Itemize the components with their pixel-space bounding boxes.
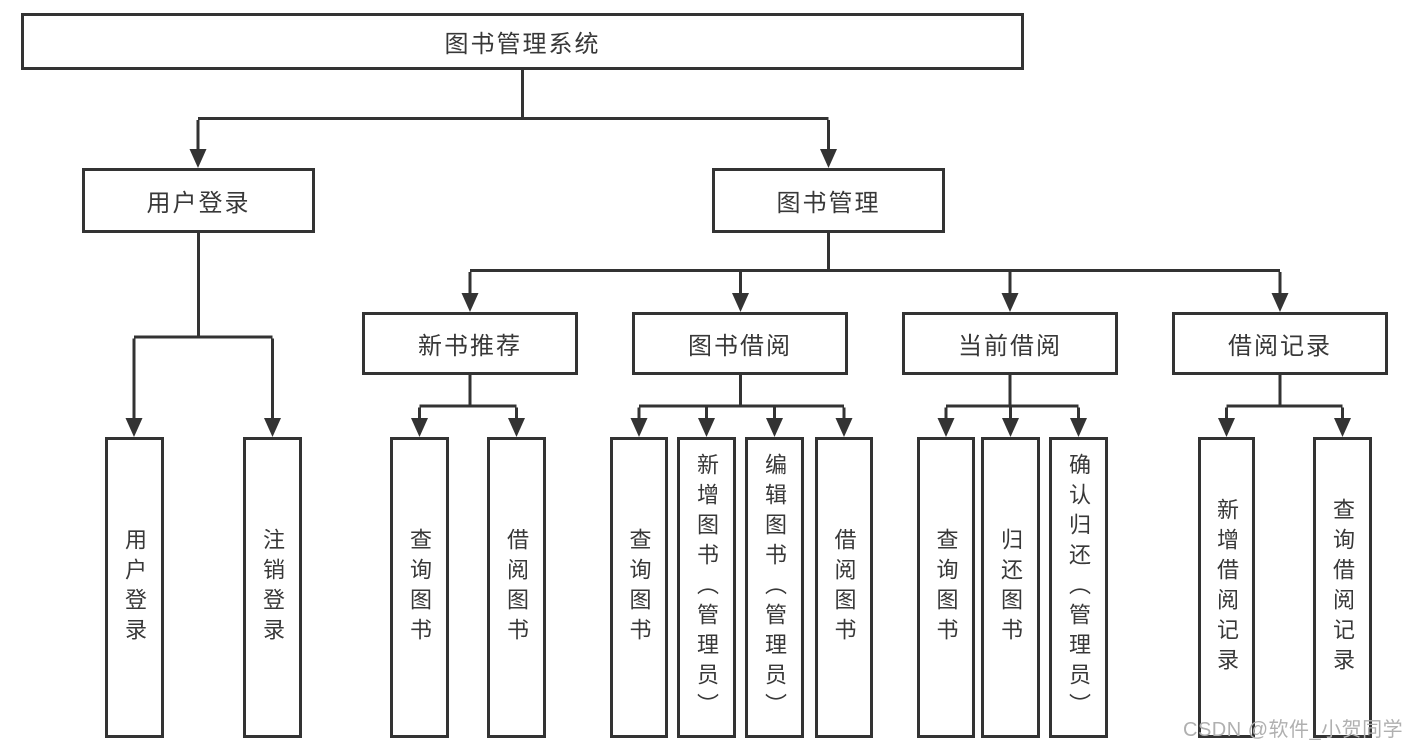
leaf-borrow-books-new: 借阅图书 — [487, 437, 546, 738]
node-borrowing-records: 借阅记录 — [1172, 312, 1388, 375]
leaf-label: 新增借阅记录 — [1214, 497, 1240, 678]
arrowhead-down-icon — [461, 293, 479, 312]
leaf-label: 借阅图书 — [504, 527, 530, 648]
leaf-label: 归还图书 — [998, 527, 1024, 648]
leaf-label: 确认归还（管理员） — [1066, 452, 1092, 723]
leaf-label: 查询借阅记录 — [1330, 497, 1356, 678]
connector-current-branch — [944, 373, 1080, 419]
arrowhead-down-icon — [125, 418, 143, 437]
connector-new-books-branch — [418, 373, 518, 419]
arrowhead-down-icon — [732, 293, 749, 312]
node-label: 图书管理 — [776, 190, 881, 217]
leaf-label: 注销登录 — [260, 527, 286, 648]
connector-records-branch — [1225, 373, 1344, 419]
leaf-add-borrow-record: 新增借阅记录 — [1198, 437, 1255, 738]
leaf-return-books: 归还图书 — [981, 437, 1040, 738]
leaf-label: 查询图书 — [626, 527, 652, 648]
node-label: 用户登录 — [146, 190, 251, 217]
leaf-query-books-current: 查询图书 — [917, 437, 975, 738]
connector-root — [196, 69, 830, 150]
leaf-logout: 注销登录 — [243, 437, 302, 738]
arrowhead-down-icon — [1271, 293, 1289, 312]
node-label: 图书管理系统 — [444, 31, 601, 58]
node-book-borrowing: 图书借阅 — [632, 312, 848, 375]
leaf-label: 查询图书 — [933, 527, 959, 648]
arrowhead-down-icon — [766, 418, 783, 437]
node-book-management: 图书管理 — [712, 168, 945, 233]
node-current-borrowing: 当前借阅 — [902, 312, 1118, 375]
arrowhead-down-icon — [264, 418, 281, 437]
arrowhead-down-icon — [630, 418, 648, 437]
leaf-query-books-new: 查询图书 — [390, 437, 449, 738]
connector-borrowing-branch — [637, 373, 846, 419]
node-library-system: 图书管理系统 — [21, 13, 1024, 70]
connector-login-branch — [132, 231, 274, 419]
watermark: CSDN @软件_小贺同学 — [1183, 719, 1404, 741]
arrowhead-down-icon — [1070, 418, 1087, 437]
arrowhead-down-icon — [1001, 293, 1019, 312]
node-new-book-recommendation: 新书推荐 — [362, 312, 578, 375]
arrowhead-down-icon — [820, 149, 837, 168]
leaf-borrow-books-borrowing: 借阅图书 — [815, 437, 873, 738]
arrowhead-down-icon — [1334, 418, 1351, 437]
node-label: 当前借阅 — [958, 333, 1062, 360]
arrowhead-down-icon — [1218, 418, 1235, 437]
node-label: 新书推荐 — [418, 333, 522, 360]
leaf-add-book-admin: 新增图书（管理员） — [677, 437, 736, 738]
leaf-label: 用户登录 — [122, 527, 148, 648]
leaf-edit-book-admin: 编辑图书（管理员） — [745, 437, 804, 738]
leaf-query-books-borrowing: 查询图书 — [610, 437, 668, 738]
arrowhead-down-icon — [508, 418, 525, 437]
connector-management-branch — [468, 231, 1282, 294]
leaf-label: 查询图书 — [407, 527, 433, 648]
leaf-label: 借阅图书 — [831, 527, 857, 648]
arrowhead-down-icon — [937, 418, 955, 437]
arrowhead-down-icon — [1002, 418, 1019, 437]
arrowhead-down-icon — [189, 149, 207, 168]
leaf-query-borrow-record: 查询借阅记录 — [1313, 437, 1372, 738]
arrowhead-down-icon — [411, 418, 428, 437]
node-label: 图书借阅 — [688, 333, 792, 360]
leaf-label: 新增图书（管理员） — [694, 452, 720, 723]
arrowhead-down-icon — [698, 418, 715, 437]
leaf-user-login: 用户登录 — [105, 437, 164, 738]
node-label: 借阅记录 — [1228, 333, 1332, 360]
leaf-confirm-return-admin: 确认归还（管理员） — [1049, 437, 1108, 738]
node-user-login: 用户登录 — [82, 168, 315, 233]
arrowhead-down-icon — [835, 418, 853, 437]
leaf-label: 编辑图书（管理员） — [762, 452, 788, 723]
